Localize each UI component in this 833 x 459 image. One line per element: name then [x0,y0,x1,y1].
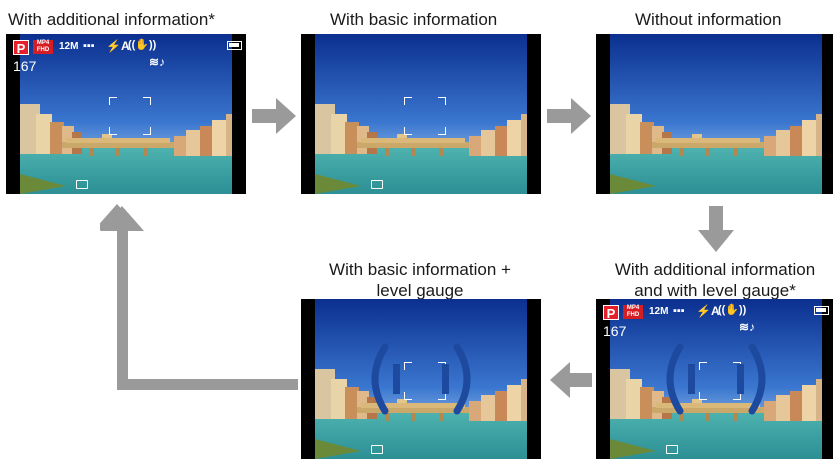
arrow-shape [550,362,592,398]
arrow-shape [698,206,734,252]
quality-icon: ▪▪▪ [83,40,95,52]
af-corner-tl [699,362,707,370]
camera-mode-icon [371,180,383,189]
battery-icon [227,41,242,50]
af-corner-tr [438,97,446,105]
picture-size-icon: 12M [59,41,79,52]
af-corner-br [438,392,446,400]
city-river-photo [6,34,246,194]
stabilizer-icon: ((✋)) [128,39,157,51]
af-corner-br [438,127,446,135]
arrow-head [100,206,144,231]
stabilizer-icon: ((✋)) [718,304,747,316]
battery-icon [814,306,829,315]
af-corner-bl [109,127,117,135]
arrow-shape [100,204,298,390]
arrow-down-icon [698,206,734,252]
af-corner-tl [109,97,117,105]
video-format-line: MP4 [626,305,640,311]
flash-icon: ⚡A [696,304,720,318]
return-arrow-icon [100,204,298,390]
af-corner-br [143,127,151,135]
video-format-line: MP4 [36,40,50,46]
arrow-shaft-vertical [117,230,128,390]
remaining-shots: 167 [603,323,627,339]
video-format-line: FHD [36,47,50,53]
city-river-photo [301,299,541,459]
caption-without-info: Without information [635,10,782,29]
screen-basic-info [301,34,541,194]
recording-mode-badge: P [603,305,619,321]
caption-line: With basic information + [329,260,511,279]
af-corner-tl [404,97,412,105]
camera-mode-icon [371,445,383,454]
wind-cut-icon: ≋♪ [149,55,166,69]
screen-without-info [596,34,833,194]
arrow-shape [547,98,591,134]
af-corner-tl [404,362,412,370]
caption-basic-info: With basic information [330,10,498,29]
caption-additional-info: With additional information* [8,10,215,29]
caption-basic-info-level-gauge: With basic information + level gauge [300,259,540,301]
arrow-shaft-horizontal [117,379,298,390]
af-corner-tr [143,97,151,105]
caption-line: level gauge [376,281,464,300]
remaining-shots: 167 [13,58,37,74]
quality-icon: ▪▪▪ [673,305,685,317]
af-corner-br [733,392,741,400]
caption-line: and with level gauge* [634,281,796,300]
camera-mode-icon [666,445,678,454]
level-gauge [666,343,766,415]
camera-mode-icon [76,180,88,189]
wind-cut-icon: ≋♪ [739,320,756,334]
af-corner-bl [404,392,412,400]
level-gauge [371,343,471,415]
screen-basic-info-level-gauge [301,299,541,459]
city-river-photo [596,299,833,459]
af-corner-bl [699,392,707,400]
arrow-right-icon [547,98,591,134]
arrow-left-icon [550,362,592,398]
recording-mode-badge: P [13,40,29,56]
video-format-line: FHD [626,312,640,318]
arrow-shape [252,98,296,134]
flash-icon: ⚡A [106,39,130,53]
city-river-photo [301,34,541,194]
caption-line: With additional information [614,260,816,279]
caption-additional-info-level-gauge: With additional information and with lev… [597,259,833,301]
picture-size-icon: 12M [649,306,669,317]
af-corner-bl [404,127,412,135]
city-river-photo [596,34,833,194]
arrow-right-icon [252,98,296,134]
